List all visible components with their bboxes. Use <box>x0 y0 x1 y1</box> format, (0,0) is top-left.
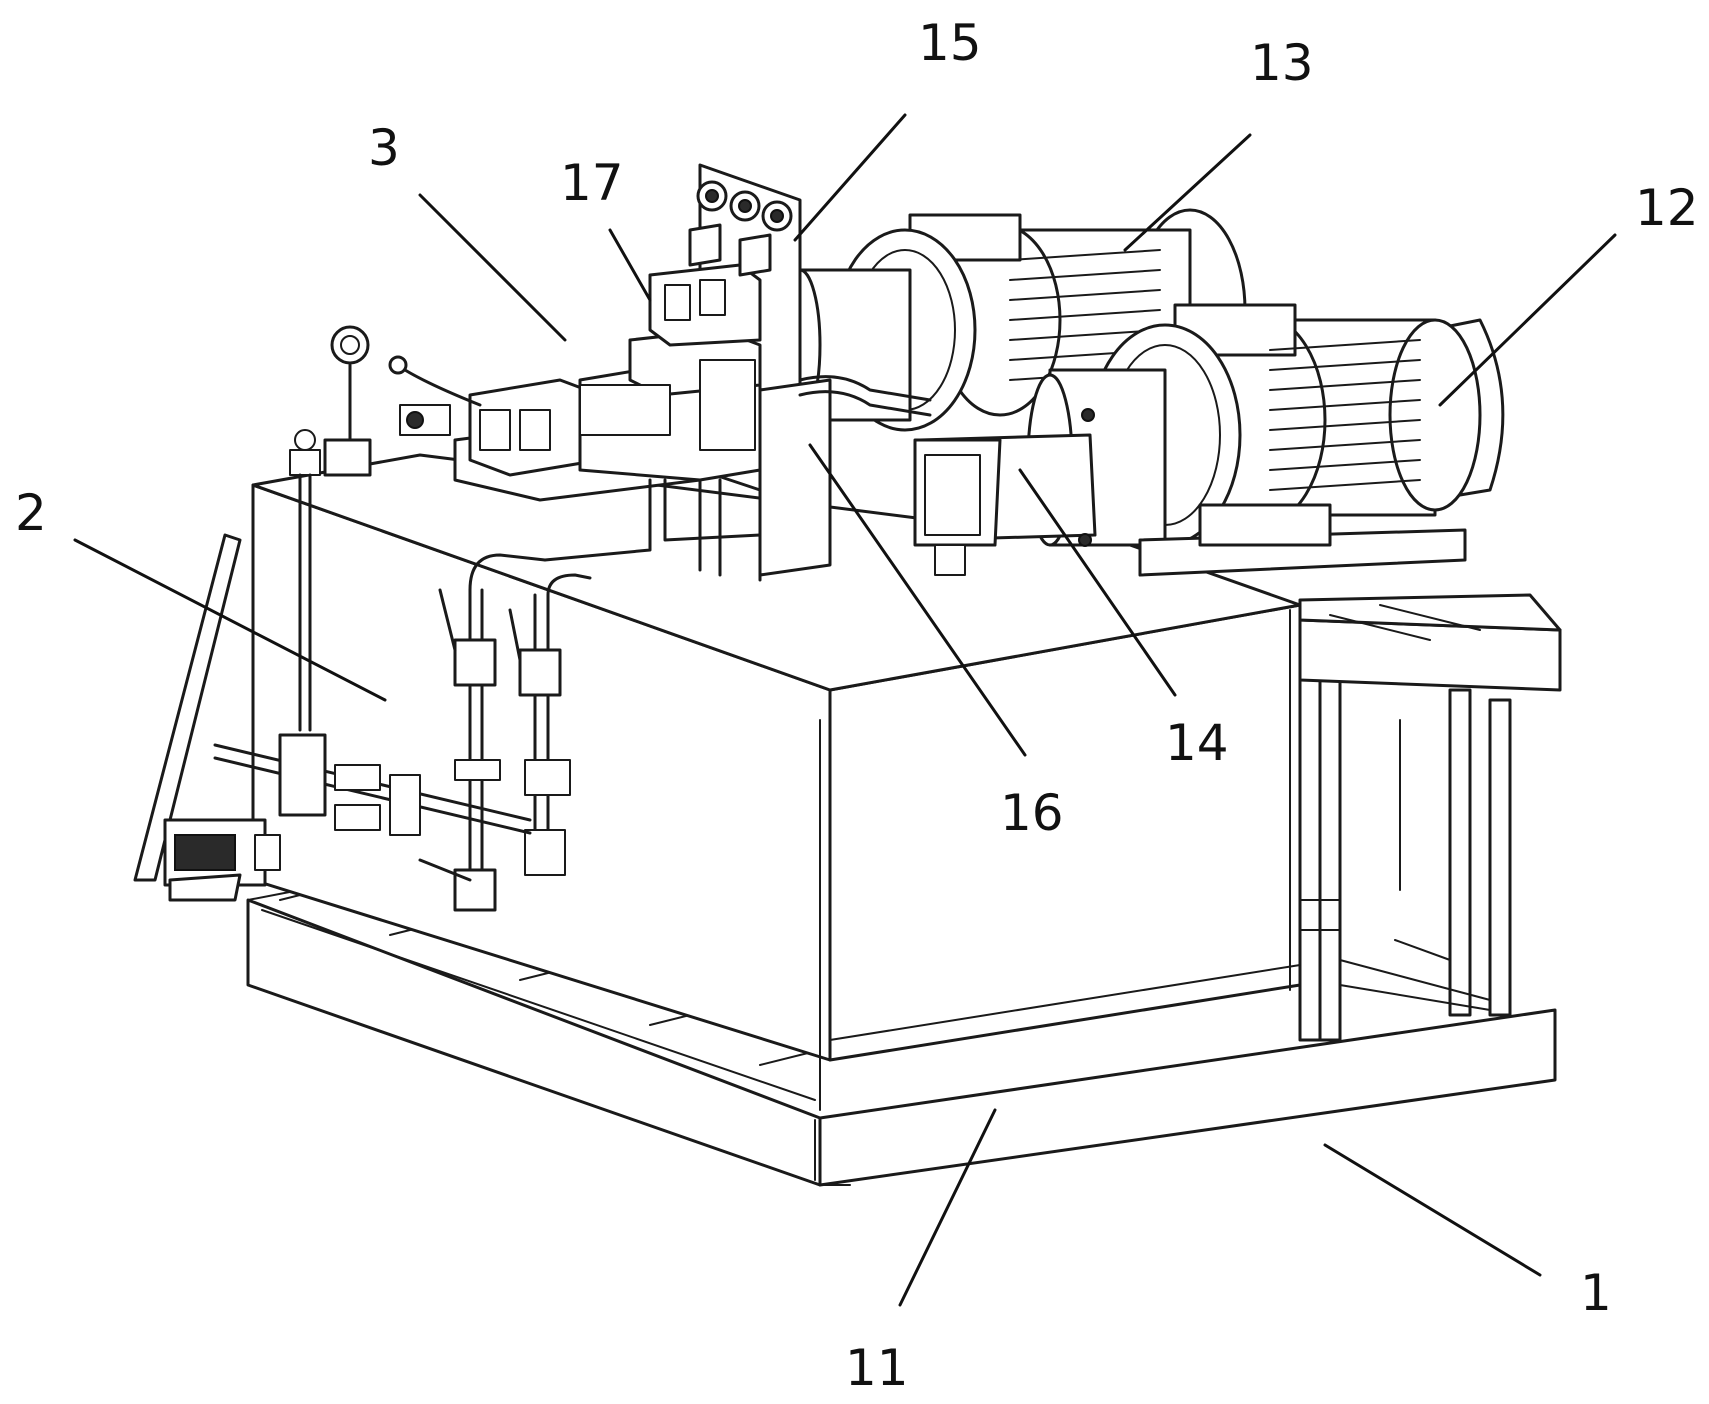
leader-16 <box>808 443 1027 757</box>
label-1: 1 <box>1580 1264 1612 1322</box>
frame-top-rail <box>1298 618 1562 692</box>
label-14: 14 <box>1165 714 1229 772</box>
rear-motor <box>778 208 1247 432</box>
front-piping <box>213 553 592 912</box>
frame-post-2 <box>1318 658 1342 1042</box>
frame-post-1 <box>1298 638 1322 1042</box>
base-frame <box>246 879 1557 1187</box>
leader-17 <box>608 228 652 302</box>
support-pillar <box>758 378 832 577</box>
frame-post-3 <box>1448 688 1472 1017</box>
leader-lines <box>73 113 1617 1307</box>
label-16: 16 <box>1000 784 1064 842</box>
label-15: 15 <box>918 14 982 72</box>
label-13: 13 <box>1250 34 1314 92</box>
label-12: 12 <box>1635 179 1699 237</box>
skid-right-face <box>818 1008 1557 1187</box>
label-3: 3 <box>368 119 400 177</box>
leader-15 <box>793 113 907 242</box>
right-support-frame <box>1298 593 1562 1042</box>
gauge-stand <box>289 325 372 732</box>
hand-pump-lever <box>133 533 242 882</box>
ball-valve-2 <box>518 648 562 697</box>
label-11: 11 <box>845 1339 909 1397</box>
leader-12 <box>1438 233 1617 407</box>
valve-block <box>388 223 772 582</box>
frame-post-4 <box>1488 698 1512 1017</box>
leader-1 <box>1323 1143 1542 1277</box>
leader-2 <box>73 538 387 702</box>
leader-13 <box>1123 133 1252 252</box>
leader-11 <box>898 1108 997 1307</box>
label-17: 17 <box>560 154 624 212</box>
ball-valve-1 <box>453 638 497 687</box>
front-motor <box>1026 303 1505 577</box>
manifold-block <box>278 733 327 817</box>
leader-14 <box>1018 468 1177 697</box>
hand-pump <box>133 533 281 902</box>
front-pump <box>913 408 1097 576</box>
motor-pump-group <box>778 208 1505 577</box>
leader-3 <box>418 193 567 342</box>
label-2: 2 <box>15 484 47 542</box>
callout-labels: 1 2 3 11 12 13 14 15 16 17 <box>15 14 1699 1397</box>
